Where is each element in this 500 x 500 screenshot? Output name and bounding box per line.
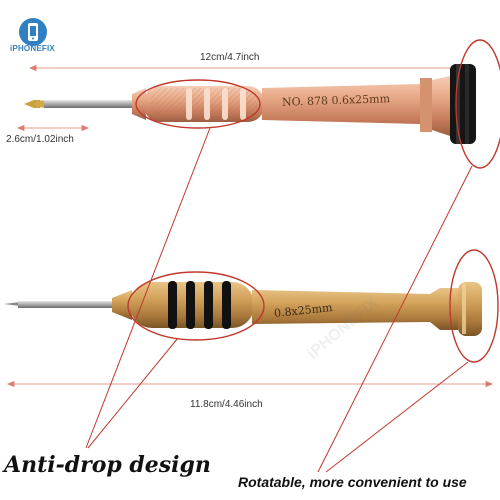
bottom-screwdriver [4,249,499,388]
bottom-anti-drop-rings [168,281,231,329]
top-rotating-cap [450,64,476,144]
top-screwdriver [16,39,500,169]
bottom-body [252,288,458,330]
bottom-shaft [18,301,114,308]
top-body [262,76,450,136]
rotatable-caption: Rotatable, more convenient to use [238,474,467,490]
top-shaft [44,100,134,108]
phone-gear-icon [19,18,47,46]
callout-pointer-lines [85,127,473,473]
top-cap-callout [455,39,500,169]
brand-name: iPHONEFIX [10,44,55,53]
top-grip-stripes [186,88,246,120]
brand-logo [18,12,48,52]
anti-drop-caption: Anti-drop design [4,452,211,478]
bottom-rotating-cap [458,282,482,336]
top-length-dimension [28,64,467,72]
bottom-length-label: 11.8cm/4.46inch [190,399,263,410]
bottom-cap-callout [449,249,499,363]
bottom-bit-tip [4,302,20,306]
top-length-label: 12cm/4.7inch [200,52,260,63]
tip-length-dimension [16,124,90,132]
tip-length-label: 2.6cm/1.02inch [6,134,74,145]
top-grip-callout [135,79,261,129]
bottom-length-dimension [6,380,494,388]
bottom-grip-callout [127,271,265,341]
